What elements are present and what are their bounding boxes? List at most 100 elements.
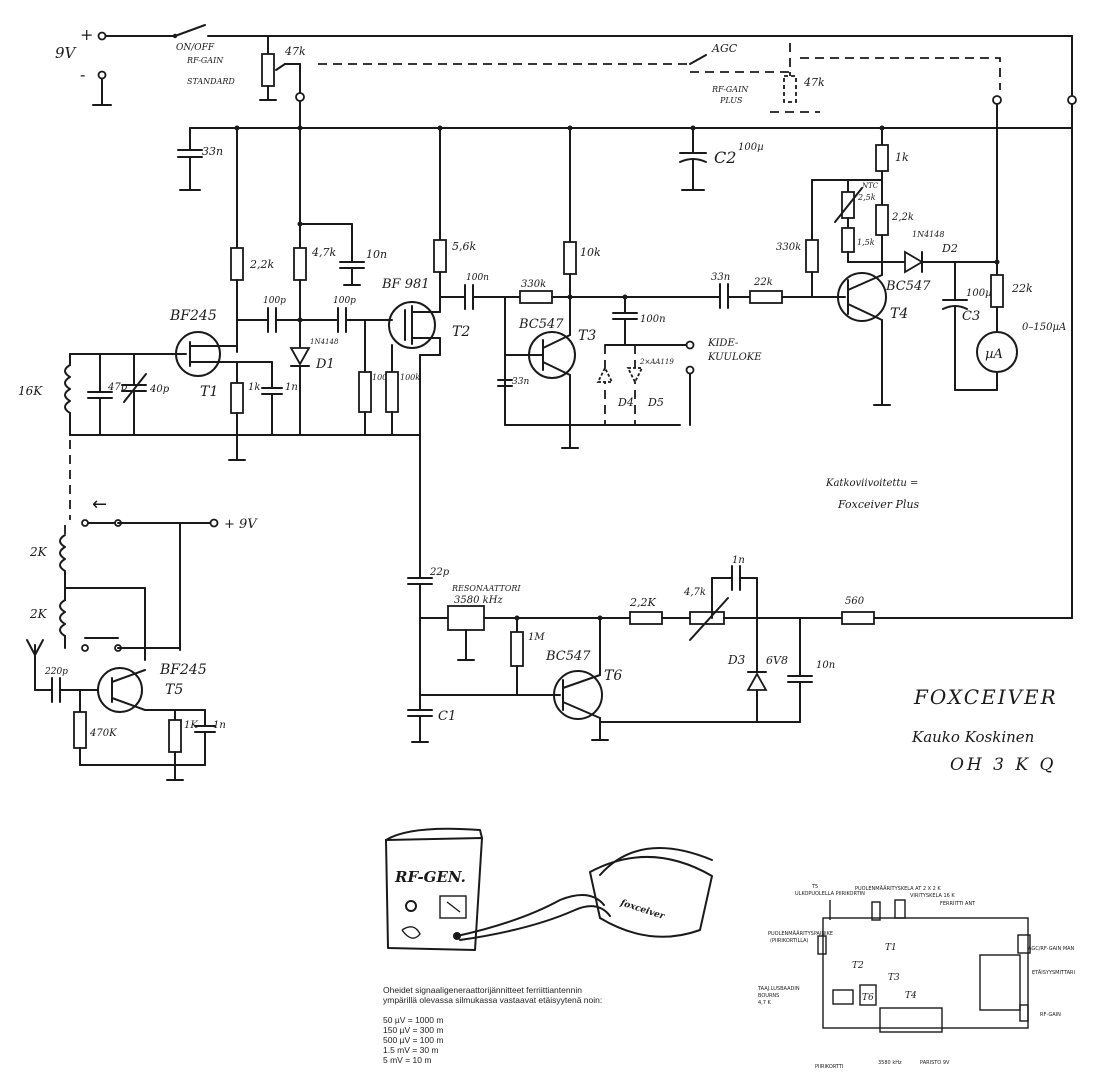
rfgain-label: RF-GAIN bbox=[186, 56, 224, 65]
component-label: D4 bbox=[617, 396, 634, 409]
component-label: 1k bbox=[248, 382, 260, 393]
component-label: FERRIITTI ANT bbox=[940, 901, 976, 907]
title: FOXCEIVER bbox=[913, 685, 1058, 709]
notes-intro-2: ympärillä olevassa silmukassa vastaavat … bbox=[383, 995, 603, 1005]
component-label: 1n bbox=[732, 555, 745, 566]
component-label: + 9V bbox=[224, 517, 258, 532]
component-label: 10n bbox=[366, 248, 387, 261]
notes-row: 1.5 mV = 30 m bbox=[383, 1045, 439, 1055]
component-label: 100µ bbox=[738, 142, 764, 153]
component-label: KUULOKE bbox=[707, 352, 762, 363]
component-label: 22p bbox=[429, 567, 450, 578]
standard-label: STANDARD bbox=[187, 77, 235, 86]
t5-stage: ← + 9V 2K 2K 220p BF245 T5 bbox=[26, 494, 258, 781]
plus-note-1: Katkoviivoitettu = bbox=[825, 478, 918, 489]
t2-stage: BF 981 T2 5,6k 100n bbox=[381, 127, 506, 579]
component-label: 1n bbox=[285, 382, 298, 393]
layout-sketch: T1 T2 T3 T4 T6 T5 ULKOPUOLELLA PIIRIKORT… bbox=[757, 884, 1075, 1070]
component-label: AGC/RF-GAIN MAN bbox=[1028, 946, 1075, 952]
component-label: 100n bbox=[466, 273, 489, 283]
component-label: 330k bbox=[776, 242, 801, 253]
component-label: PLUS bbox=[719, 96, 743, 105]
component-label: 100p bbox=[263, 296, 286, 306]
component-label: ETÄISYYSMITTARI bbox=[1032, 969, 1075, 976]
component-label: RESONAATTORI bbox=[451, 584, 521, 593]
notes-row: 50 µV = 1000 m bbox=[383, 1015, 444, 1025]
component-label: T2 bbox=[452, 324, 470, 340]
component-label: µA bbox=[985, 347, 1003, 362]
component-label: T6 bbox=[604, 668, 622, 684]
component-label: T6 bbox=[862, 993, 874, 1003]
component-label: 2,2k bbox=[249, 258, 274, 271]
component-label: 3580 kHz bbox=[454, 595, 503, 606]
component-label: T3 bbox=[578, 328, 596, 344]
component-label: 1N4148 bbox=[310, 338, 339, 346]
component-label: D3 bbox=[727, 653, 746, 667]
t3-stage: 330k 10k BC547 T3 33n 100n KIDE- KUULOKE bbox=[497, 127, 762, 449]
component-label: BF 981 bbox=[381, 277, 430, 292]
component-label: 22k bbox=[1011, 282, 1033, 295]
component-label: ULKOPUOLELLA PIIRIKORTIN bbox=[795, 891, 865, 897]
supply-minus: - bbox=[80, 65, 85, 84]
component-label: T2 bbox=[852, 961, 864, 971]
notes-intro-1: Oheidet signaaligeneraattorijännitteet f… bbox=[383, 985, 582, 995]
t6-stage: 22p RESONAATTORI 3580 kHz 1M C1 BC547 T6… bbox=[407, 555, 1073, 743]
component-label: 10n bbox=[816, 660, 835, 671]
component-label: 10k bbox=[580, 246, 601, 259]
agc-label: AGC bbox=[711, 42, 738, 55]
main-rail: 33n C2 100µ bbox=[177, 125, 1073, 191]
component-label: NTC bbox=[861, 182, 879, 190]
notes-row: 150 µV = 300 m bbox=[383, 1025, 444, 1035]
t4-stage: 33n 22k 1k 330k NTC 2,5k 1,5k 2,2k BC547… bbox=[711, 127, 1066, 406]
component-label: BF245 bbox=[159, 662, 207, 678]
component-label: 1M bbox=[528, 632, 545, 643]
component-label: 2K bbox=[29, 545, 48, 559]
supply-section: + 9V - ON/OFF RF-GAIN STANDARD 47k AGC 4… bbox=[55, 24, 1077, 619]
battery-label: 9V bbox=[55, 44, 78, 62]
component-label: 100µ bbox=[966, 288, 992, 299]
component-label: PARISTO 9V bbox=[920, 1060, 950, 1066]
component-label: T5 bbox=[165, 682, 183, 698]
component-label: 4,7k bbox=[311, 246, 336, 259]
component-label: 100p bbox=[333, 296, 356, 306]
plus-note-2: Foxceiver Plus bbox=[837, 498, 920, 511]
component-label: 1N4148 bbox=[912, 230, 944, 239]
component-label: PUOLENMÄÄRITYSPAINIKE bbox=[768, 930, 833, 937]
onoff-label: ON/OFF bbox=[176, 43, 215, 53]
t2-input: 100p 100p 4,7k 10n 1N4148 D1 100k 100k bbox=[236, 127, 420, 436]
component-label: PIIRIKORTTI bbox=[815, 1064, 843, 1070]
supply-plus: + bbox=[80, 25, 93, 44]
notes-row: 500 µV = 100 m bbox=[383, 1035, 444, 1045]
component-label: 40p bbox=[149, 384, 170, 395]
callsign: OH 3 K Q bbox=[950, 755, 1056, 775]
component-label: 100k bbox=[400, 373, 420, 382]
component-label: TAAJ.LUSBAADIN bbox=[757, 986, 800, 992]
component-label: 4,7 K bbox=[758, 1000, 772, 1006]
component-label: T5 bbox=[811, 884, 818, 890]
component-label: 22k bbox=[753, 277, 773, 288]
component-label: C2 bbox=[714, 148, 736, 167]
component-label: T1 bbox=[885, 943, 897, 953]
component-label: 1k bbox=[895, 151, 909, 164]
component-label: 470K bbox=[89, 728, 117, 739]
component-label: PUOLENMÄÄRITYSKELA AT 2 X 2 K bbox=[855, 885, 941, 892]
component-label: (PIIRIKORTILLA) bbox=[770, 938, 809, 944]
component-label: T4 bbox=[890, 306, 908, 322]
component-label: C3 bbox=[962, 309, 980, 324]
component-label: 0–150µA bbox=[1022, 322, 1066, 333]
component-label: ← bbox=[92, 494, 107, 515]
rf-setup-sketch: RF-GEN. foxceiver bbox=[385, 827, 713, 951]
component-label: 2K bbox=[29, 607, 48, 621]
component-label: 330k bbox=[521, 279, 546, 290]
component-label: 33n bbox=[512, 377, 529, 387]
onoff-switch bbox=[174, 24, 206, 37]
notes-row: 5 mV = 10 m bbox=[383, 1055, 432, 1065]
component-label: 33n bbox=[202, 145, 223, 158]
component-label: 2,2k bbox=[891, 212, 914, 223]
component-label: RF-GAIN bbox=[1040, 1012, 1061, 1018]
component-label: 47k bbox=[803, 76, 825, 89]
component-label: 33n bbox=[711, 272, 730, 283]
component-label: D5 bbox=[647, 396, 664, 409]
component-label: RF-GAIN bbox=[711, 85, 749, 94]
component-label: VIRITYSKELA 16 K bbox=[910, 893, 955, 899]
